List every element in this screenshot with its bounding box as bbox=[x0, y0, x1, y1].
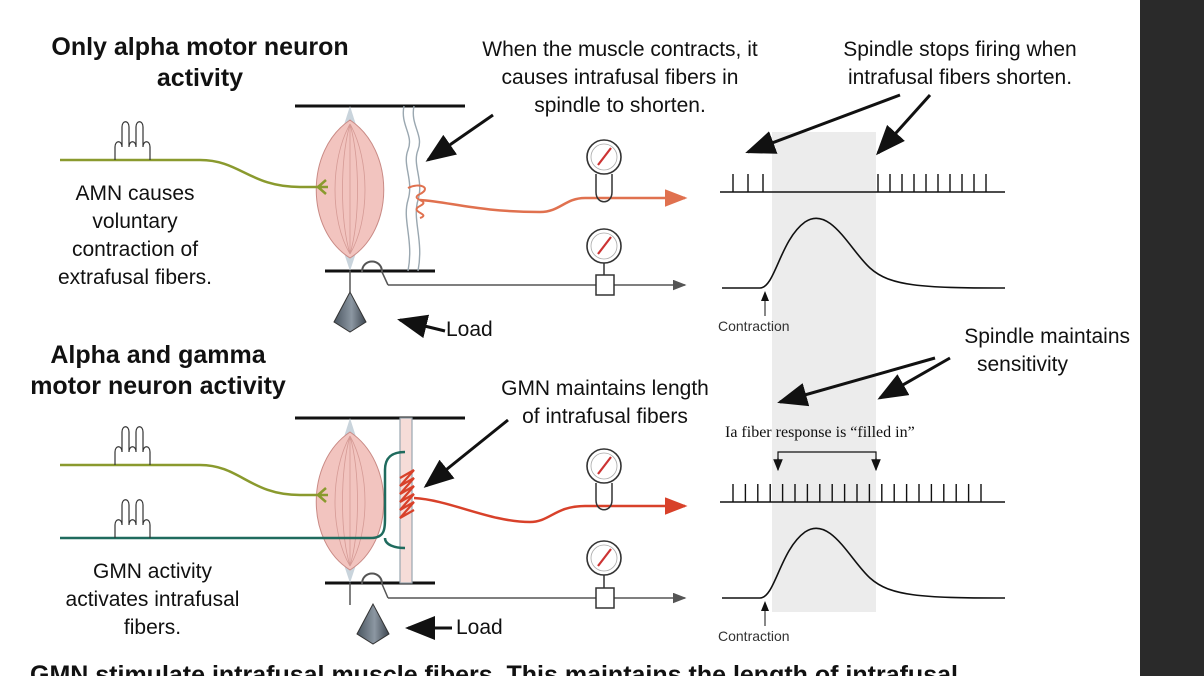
diagram-canvas bbox=[60, 93, 1006, 645]
top-load-label: Load bbox=[446, 318, 493, 341]
gauge-icon bbox=[586, 139, 622, 203]
bottom-heading-line-2: motor neuron activity bbox=[30, 372, 286, 400]
bottom-gmn-note: GMN activity activates intrafusal fibers… bbox=[65, 560, 240, 639]
gauge-icon bbox=[586, 540, 622, 609]
slide: Only alpha motor neuron activity AMN cau… bbox=[8, 32, 1130, 676]
top-heading: Only alpha motor neuron activity bbox=[20, 32, 380, 94]
filled-in-bracket bbox=[773, 451, 881, 472]
weight-load-icon bbox=[356, 602, 390, 645]
bottom-contraction-label: Contraction bbox=[718, 628, 790, 644]
spindle-sensitivity-callout: Spindle maintains sensitivity bbox=[964, 325, 1130, 376]
top-amn-note: AMN causes voluntary contraction of extr… bbox=[57, 182, 213, 289]
gauge-icon bbox=[586, 448, 622, 511]
contraction-shade-band bbox=[772, 132, 876, 612]
top-muscle-diagram bbox=[295, 104, 687, 333]
top-spike-train bbox=[720, 174, 1005, 193]
bottom-spike-train bbox=[720, 484, 1005, 503]
gauge-icon bbox=[586, 228, 622, 296]
spindle-stops-callout: Spindle stops firing when intrafusal fib… bbox=[843, 38, 1077, 89]
bottom-tension-curve bbox=[722, 527, 1006, 599]
top-tension-curve bbox=[722, 217, 1006, 289]
footer-partial-text: GMN stimulate intrafusal muscle fibers. … bbox=[30, 661, 958, 676]
bottom-gamma-motor-neuron bbox=[60, 450, 406, 550]
top-contraction-label: Contraction bbox=[718, 318, 790, 334]
bottom-heading-line-1: Alpha and gamma bbox=[50, 341, 266, 369]
bottom-load-label: Load bbox=[456, 616, 503, 639]
coil-icon bbox=[399, 469, 415, 519]
muscle-contracts-callout: When the muscle contracts, it causes int… bbox=[482, 38, 758, 117]
top-alpha-motor-neuron bbox=[60, 121, 328, 195]
weight-load-icon bbox=[333, 290, 367, 333]
bottom-ia-afferent bbox=[413, 496, 688, 524]
gmn-maintains-callout: GMN maintains length of intrafusal fiber… bbox=[501, 377, 709, 428]
filled-in-label: Ia fiber response is “filled in” bbox=[725, 424, 915, 441]
top-heading-line-1: Only alpha motor neuron bbox=[51, 33, 349, 61]
dark-side-panel bbox=[1140, 0, 1204, 676]
bottom-alpha-motor-neuron bbox=[60, 426, 328, 503]
top-ia-afferent bbox=[419, 189, 688, 214]
bottom-heading: Alpha and gamma motor neuron activity bbox=[8, 340, 308, 402]
top-heading-line-2: activity bbox=[156, 64, 244, 92]
bottom-muscle-diagram bbox=[295, 416, 687, 645]
